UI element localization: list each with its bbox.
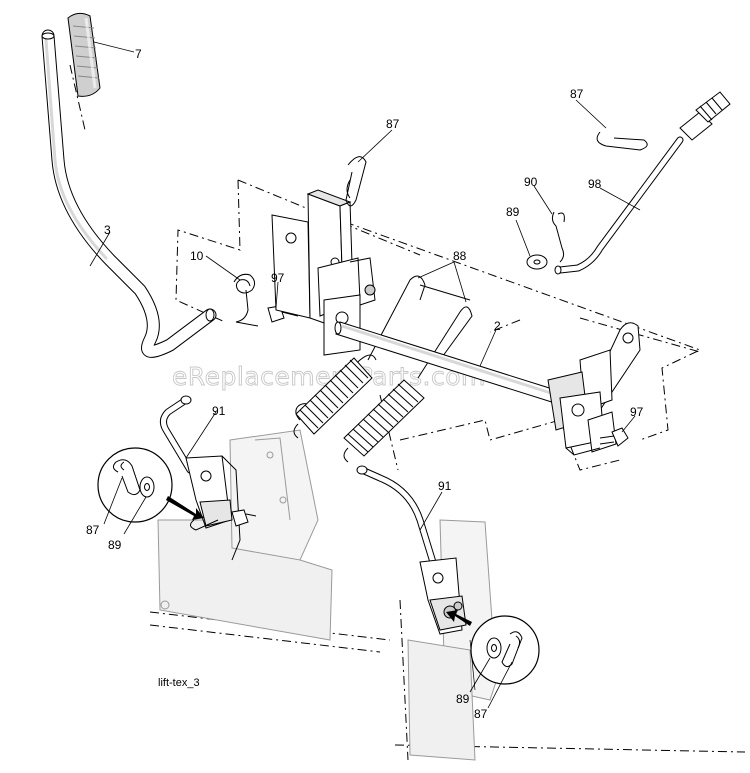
small-spring [233,273,259,327]
label-hairpin-bottom: 87 [474,707,488,721]
label-springs: 88 [453,249,467,263]
washer-right [526,254,548,270]
label-rod-right: 98 [588,177,602,191]
label-washer-bottom: 89 [456,692,470,706]
label-link-left: 91 [212,404,226,418]
adjust-rod [554,91,731,275]
spring-coils-2 [343,379,425,463]
spring-coils-1 [293,357,373,439]
label-hairpin-top: 87 [386,117,400,131]
lift-lever-rod [41,29,217,358]
detail-circle-bottom [446,610,540,685]
left-housing [157,429,333,641]
drawing-id: lift-tex_3 [158,677,200,689]
left-bracket-fasteners [190,509,257,531]
right-lift-arm [547,322,641,456]
label-shaft: 2 [494,319,501,333]
handle-grip [67,12,101,97]
clip-right [551,211,565,263]
label-bolt-right: 97 [630,405,644,419]
label-bolt-bracket: 97 [271,271,285,285]
tension-springs [293,275,473,463]
hairpin-right [596,131,648,151]
label-spring-small: 10 [190,249,204,263]
label-hairpin-right: 87 [570,87,584,101]
label-link-center: 91 [438,479,452,493]
label-lift-lever: 3 [104,223,111,237]
hairpin-top [345,156,367,207]
label-washer-left: 89 [108,538,122,552]
bolt-right [599,427,629,447]
detail-circle-left [97,447,204,523]
leader-lines [89,41,641,709]
label-hairpin-left: 87 [86,523,100,537]
label-washer-right: 89 [506,205,520,219]
link-rod-center [356,465,467,635]
label-clip-right: 90 [524,175,538,189]
label-handle-grip: 7 [135,47,142,61]
link-rod-left [159,395,241,561]
